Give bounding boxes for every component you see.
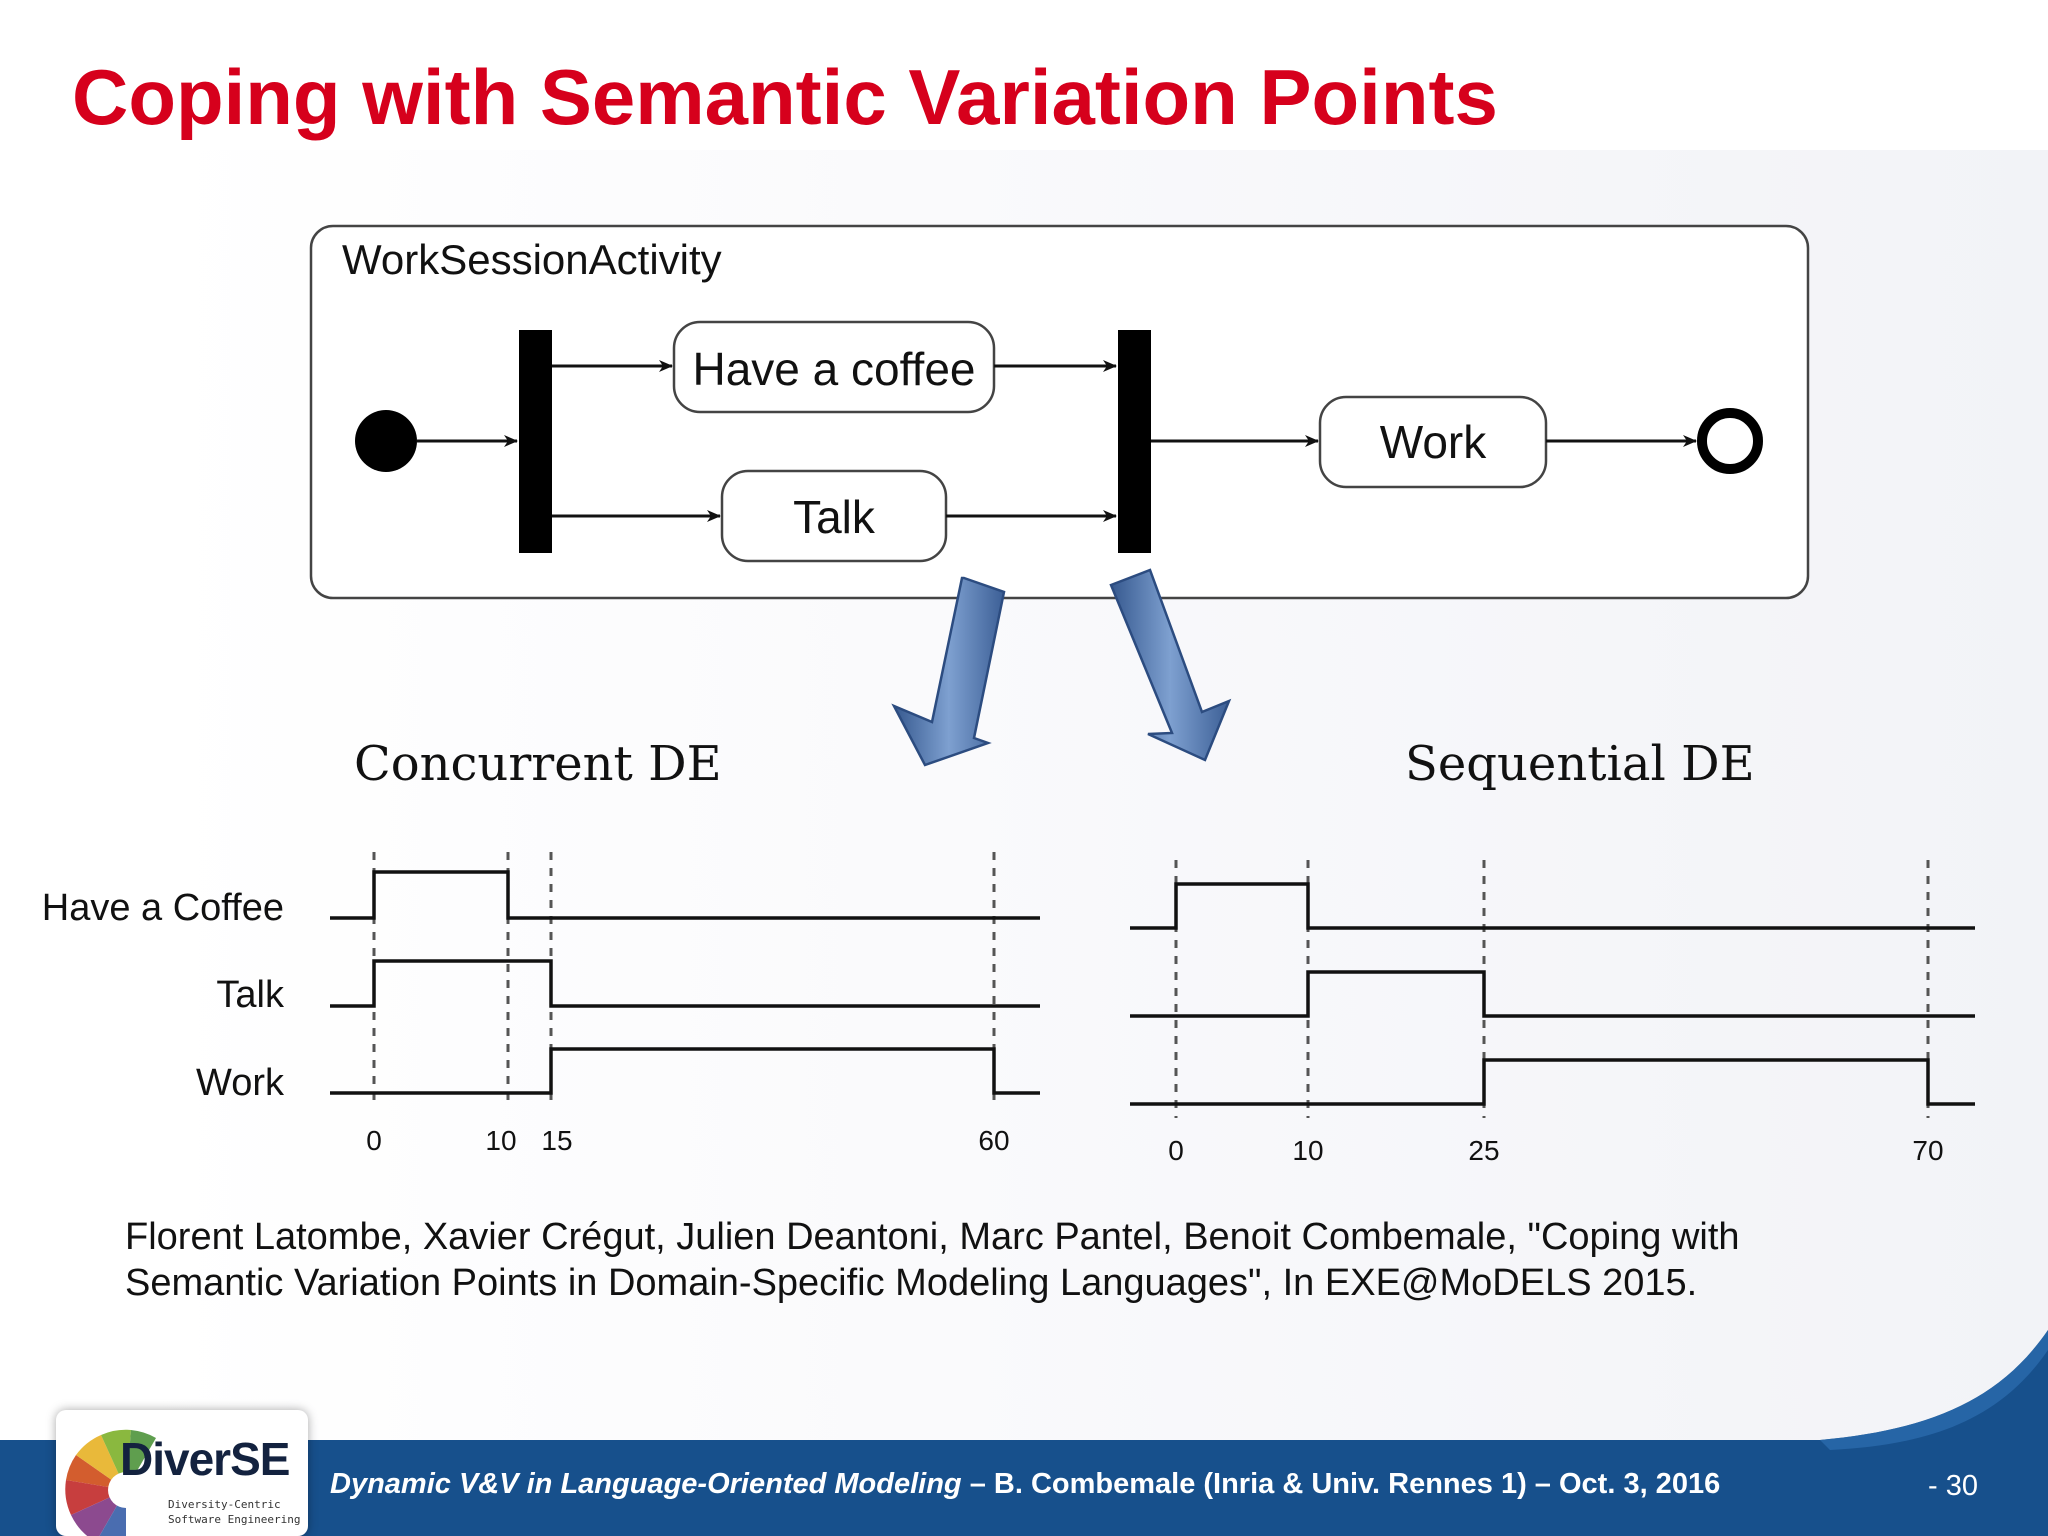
logo-subtitle-line1: Diversity-Centric <box>168 1498 281 1511</box>
tick-label: 10 <box>1292 1135 1323 1166</box>
diverse-logo: DiverSE Diversity-Centric Software Engin… <box>56 1410 308 1536</box>
tick-label: 0 <box>366 1125 382 1156</box>
tick-label: 70 <box>1912 1135 1943 1166</box>
page-number: - 30 <box>1928 1470 1978 1502</box>
initial-node <box>355 410 417 472</box>
waveform-talk <box>1130 970 1975 1018</box>
footer-talk-title: Dynamic V&V in Language-Oriented Modelin… <box>330 1468 962 1500</box>
tick-label: 0 <box>1168 1135 1184 1166</box>
signal-label-work: Work <box>196 1062 285 1104</box>
waveform-coffee <box>330 870 1040 920</box>
tick-label: 15 <box>541 1125 572 1156</box>
footer-text: Dynamic V&V in Language-Oriented Modelin… <box>330 1468 1720 1501</box>
waveform-talk <box>330 959 1040 1008</box>
action-work-label: Work <box>1380 416 1487 468</box>
sequential-timing-diagram: 0 10 25 70 <box>1130 860 1975 1166</box>
tick-label: 25 <box>1468 1135 1499 1166</box>
footer-band <box>0 1330 2048 1536</box>
concurrent-title: Concurrent DE <box>354 736 722 792</box>
tick-label: 60 <box>978 1125 1009 1156</box>
signal-label-talk: Talk <box>216 974 285 1016</box>
slide-title: Coping with Semantic Variation Points <box>72 53 1498 141</box>
sequential-title: Sequential DE <box>1405 736 1755 792</box>
activity-name: WorkSessionActivity <box>342 236 722 283</box>
citation-text: Florent Latombe, Xavier Crégut, Julien D… <box>125 1216 1740 1304</box>
logo-name: DiverSE <box>120 1433 290 1485</box>
tick-label: 10 <box>485 1125 516 1156</box>
signal-label-coffee: Have a Coffee <box>42 887 284 929</box>
footer-author-info: – B. Combemale (Inria & Univ. Rennes 1) … <box>961 1468 1721 1500</box>
waveform-coffee <box>1130 882 1975 930</box>
concurrent-timing-diagram: Have a Coffee Talk Work 0 10 15 60 <box>42 852 1040 1156</box>
join-bar <box>1118 330 1151 553</box>
action-have-a-coffee-label: Have a coffee <box>692 343 975 395</box>
fork-bar <box>519 330 552 553</box>
arrow-to-sequential-icon <box>1109 568 1232 762</box>
action-talk-label: Talk <box>793 491 876 543</box>
waveform-work <box>330 1047 1040 1095</box>
waveform-work <box>1130 1058 1975 1106</box>
logo-sunburst-icon <box>65 1429 156 1536</box>
arrow-to-concurrent-icon <box>891 576 1006 767</box>
final-node <box>1697 408 1763 474</box>
logo-subtitle-line2: Software Engineering <box>168 1513 301 1526</box>
activity-frame <box>309 224 1810 600</box>
